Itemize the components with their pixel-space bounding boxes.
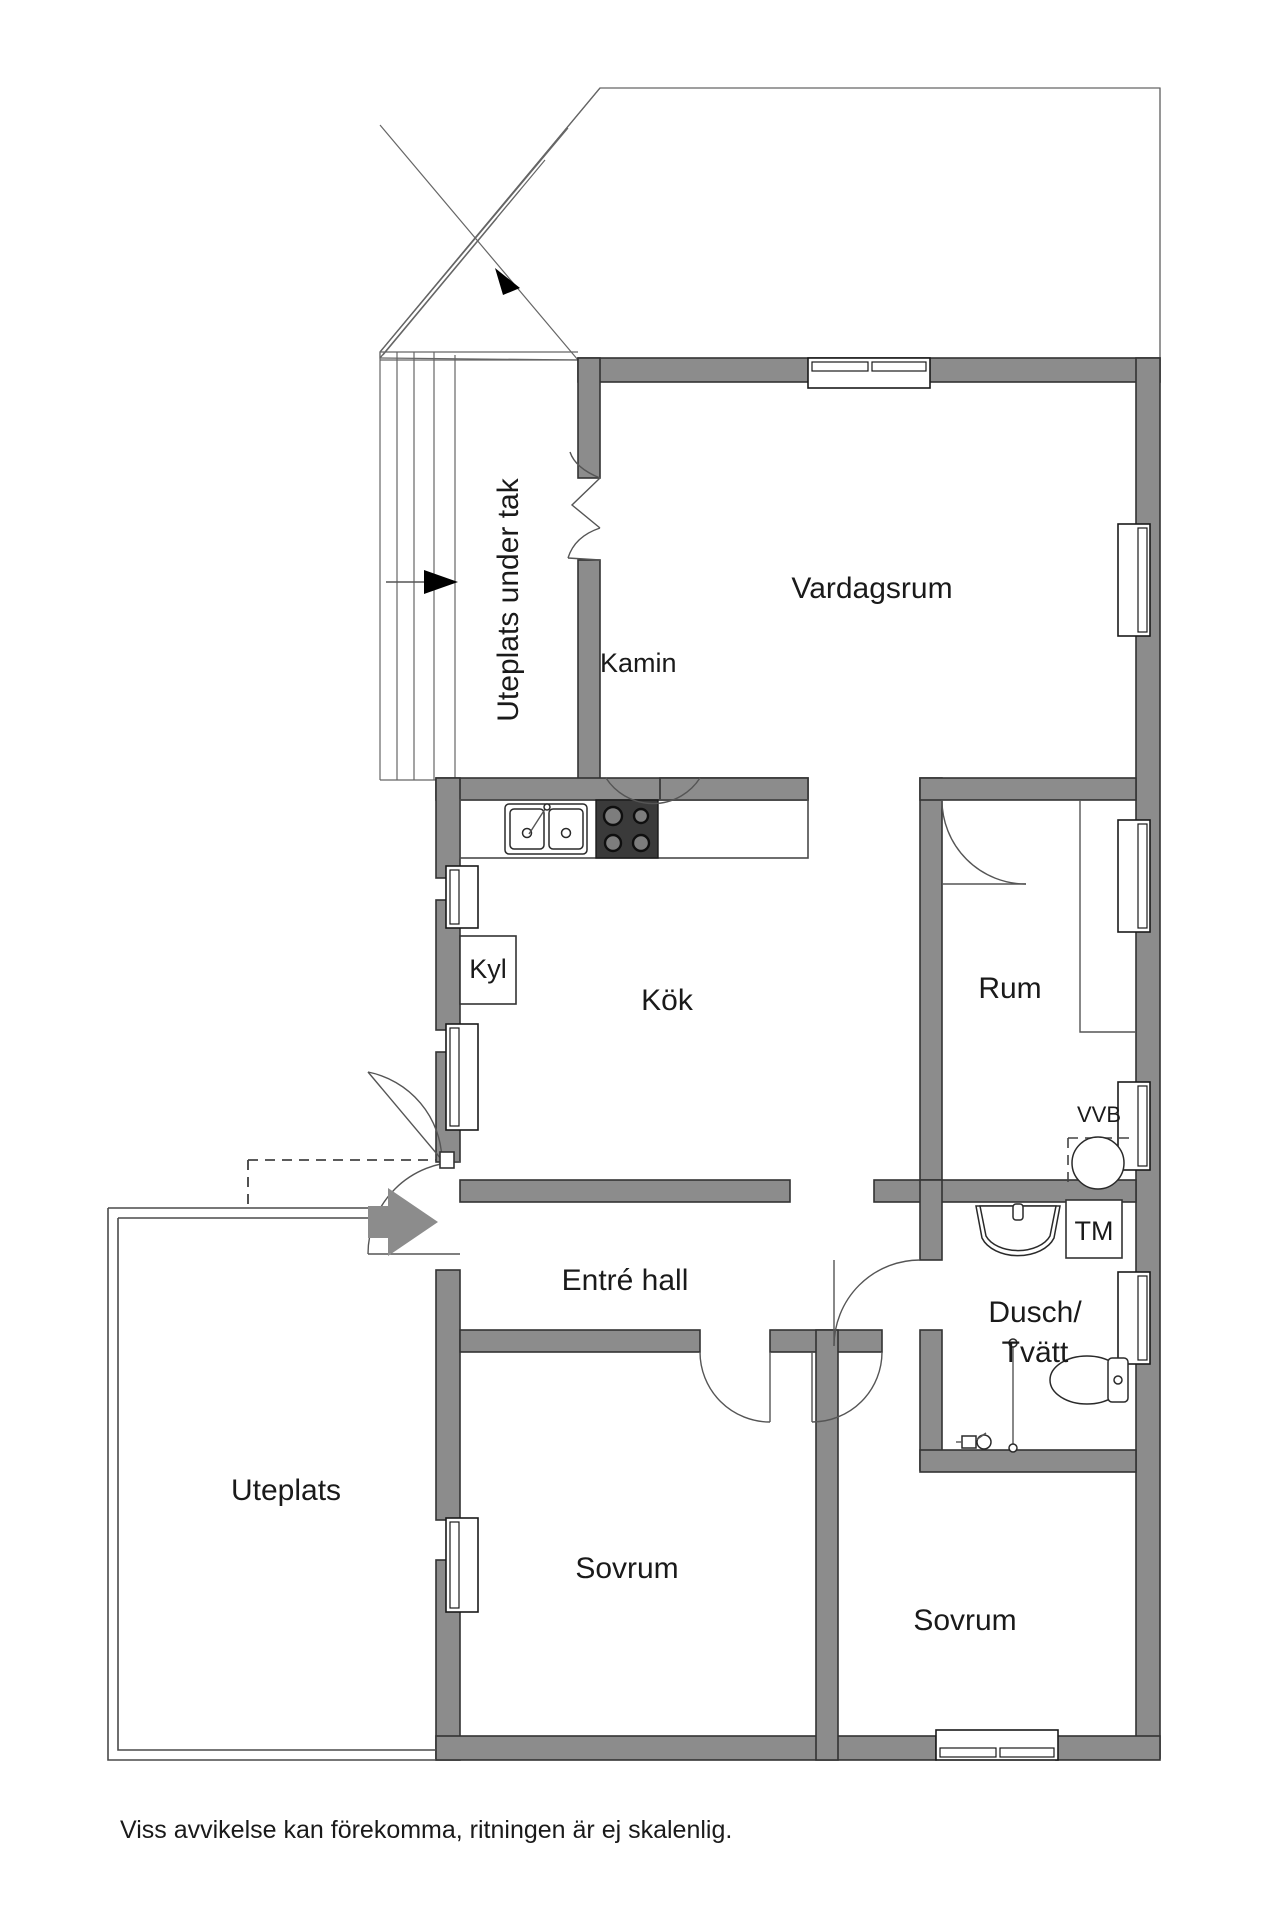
kitchen-counter (459, 799, 809, 859)
interior-walls (459, 777, 1137, 1761)
room-label-vardagsrum: Vardagsrum (791, 572, 952, 605)
roof-canopy-outline (379, 87, 1161, 361)
door-dusch-tvatt (833, 1259, 921, 1347)
uteplats-area (107, 1159, 436, 1761)
door-hall-to-uteplats (367, 1071, 455, 1169)
patio-entry-arrow-icon (386, 570, 458, 594)
room-label-dusch-tvatt-line1: Dusch/ (988, 1296, 1082, 1329)
disclaimer-text: Viss avvikelse kan förekomma, ritningen … (120, 1816, 732, 1844)
room-label-kok: Kök (641, 984, 694, 1017)
room-label-entre-hall: Entré hall (562, 1264, 689, 1297)
appliance-label-kyl: Kyl (469, 954, 507, 984)
door-sovrum-2 (811, 1351, 883, 1423)
window-kok-left-lower (445, 1023, 479, 1131)
building-walls (435, 357, 1161, 1761)
window-dusch-right (1117, 1271, 1151, 1365)
canopy-slat-lines (379, 87, 601, 361)
room-label-uteplats-under-tak: Uteplats under tak (492, 477, 525, 721)
window-rum-right (1117, 819, 1151, 933)
room-label-sovrum-2: Sovrum (913, 1604, 1016, 1637)
sink-icon (504, 803, 588, 855)
window-vardagsrum-top (807, 357, 931, 389)
canopy-direction-arrow-icon (495, 268, 520, 295)
windows (445, 357, 1151, 1761)
kamin-fireplace (605, 777, 701, 805)
doors (367, 451, 1027, 1423)
cooktop-icon (595, 799, 659, 859)
washing-machine-box: TM (1065, 1199, 1123, 1259)
door-main-entrance (367, 1161, 461, 1256)
window-vardagsrum-right (1117, 523, 1151, 637)
door-sovrum-1 (699, 1351, 771, 1423)
window-sovrum2-bottom (935, 1729, 1059, 1761)
appliance-label-vvb: VVB (1077, 1102, 1121, 1127)
annotation-label-kamin: Kamin (600, 648, 677, 678)
room-label-uteplats: Uteplats (231, 1474, 341, 1507)
window-kok-left-upper (445, 865, 479, 929)
room-label-rum: Rum (978, 972, 1041, 1005)
vvb-water-heater: VVB (1067, 1102, 1136, 1190)
window-sovrum-left (445, 1517, 479, 1613)
room-label-sovrum-1: Sovrum (575, 1552, 678, 1585)
appliance-label-tm: TM (1075, 1216, 1114, 1246)
room-label-dusch-tvatt-line2: Tvätt (1002, 1336, 1069, 1369)
shower-mixer-icon (956, 1432, 992, 1450)
door-rum (941, 799, 1027, 885)
window-vvb-right (1117, 1081, 1151, 1171)
door-patio-to-vardagsrum (567, 451, 601, 561)
shower-drain-icon (1008, 1338, 1018, 1453)
toilet-icon (1049, 1355, 1129, 1405)
uteplats-under-tak-area (379, 351, 578, 781)
rum-wardrobe (1079, 800, 1136, 1033)
refrigerator-box: Kyl (459, 935, 517, 1005)
washbasin-icon (975, 1203, 1061, 1257)
dusch-tvatt-fixtures: TM (956, 1199, 1129, 1453)
